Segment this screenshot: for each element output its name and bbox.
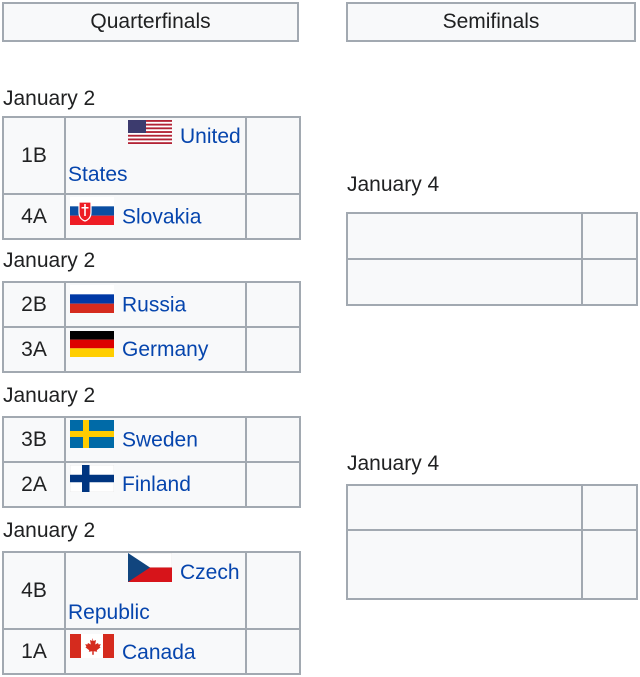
score-cell <box>581 484 638 531</box>
match-date: January 4 <box>347 452 440 475</box>
semifinal-match <box>346 212 638 306</box>
score-cell <box>245 551 301 630</box>
team-cell: United States <box>64 116 247 195</box>
team-cell: Russia <box>64 281 247 328</box>
score-cell <box>245 326 301 373</box>
team-cell: Slovakia <box>64 193 247 240</box>
quarterfinal-match: 3B Sweden 2A Finland <box>2 416 301 508</box>
semifinals-header: Semifinals <box>346 2 636 42</box>
match-date: January 2 <box>3 87 96 110</box>
seed: 1A <box>2 628 66 675</box>
match-date: January 4 <box>347 173 440 196</box>
quarterfinal-match: 4B Czech Republic 1A Canada <box>2 551 301 675</box>
team-link[interactable]: United States <box>68 125 241 186</box>
fi-flag-icon <box>69 464 115 504</box>
team-link[interactable]: Finland <box>122 473 191 496</box>
match-date: January 2 <box>3 249 96 272</box>
match-date: January 2 <box>3 384 96 407</box>
ca-flag-icon <box>70 633 114 670</box>
team-cell: Finland <box>64 461 247 508</box>
seed: 3A <box>2 326 66 373</box>
ru-flag-icon <box>70 284 114 325</box>
quarterfinals-header: Quarterfinals <box>2 2 299 42</box>
seed: 4A <box>2 193 66 240</box>
quarterfinal-match: 2B Russia 3A Germany <box>2 281 301 373</box>
score-cell <box>581 529 638 600</box>
score-cell <box>245 281 301 328</box>
cz-flag-icon <box>127 552 173 594</box>
seed: 2B <box>2 281 66 328</box>
score-cell <box>245 193 301 240</box>
semifinal-match <box>346 484 638 600</box>
team-cell: Czech Republic <box>64 551 247 630</box>
team-cell: Canada <box>64 628 247 675</box>
score-cell <box>581 212 638 260</box>
score-cell <box>245 416 301 463</box>
team-cell <box>346 212 583 260</box>
seed: 1B <box>2 116 66 195</box>
team-link[interactable]: Russia <box>122 293 187 316</box>
team-cell <box>346 258 583 306</box>
team-link[interactable]: Czech Republic <box>68 561 240 624</box>
score-cell <box>245 461 301 508</box>
team-link[interactable]: Germany <box>122 338 209 362</box>
seed: 3B <box>2 416 66 463</box>
team-link[interactable]: Sweden <box>122 428 198 451</box>
score-cell <box>581 258 638 306</box>
score-cell <box>245 628 301 675</box>
match-date: January 2 <box>3 519 96 542</box>
team-link[interactable]: Slovakia <box>122 205 202 228</box>
score-cell <box>245 116 301 195</box>
seed: 2A <box>2 461 66 508</box>
team-cell <box>346 484 583 531</box>
team-link[interactable]: Canada <box>122 640 196 664</box>
sk-flag-icon <box>70 196 114 237</box>
se-flag-icon <box>70 419 114 460</box>
quarterfinal-match: 1B United States 4A <box>2 116 301 240</box>
team-cell <box>346 529 583 600</box>
seed: 4B <box>2 551 66 630</box>
us-flag-icon <box>128 119 172 156</box>
team-cell: Sweden <box>64 416 247 463</box>
de-flag-icon <box>70 330 114 369</box>
team-cell: Germany <box>64 326 247 373</box>
